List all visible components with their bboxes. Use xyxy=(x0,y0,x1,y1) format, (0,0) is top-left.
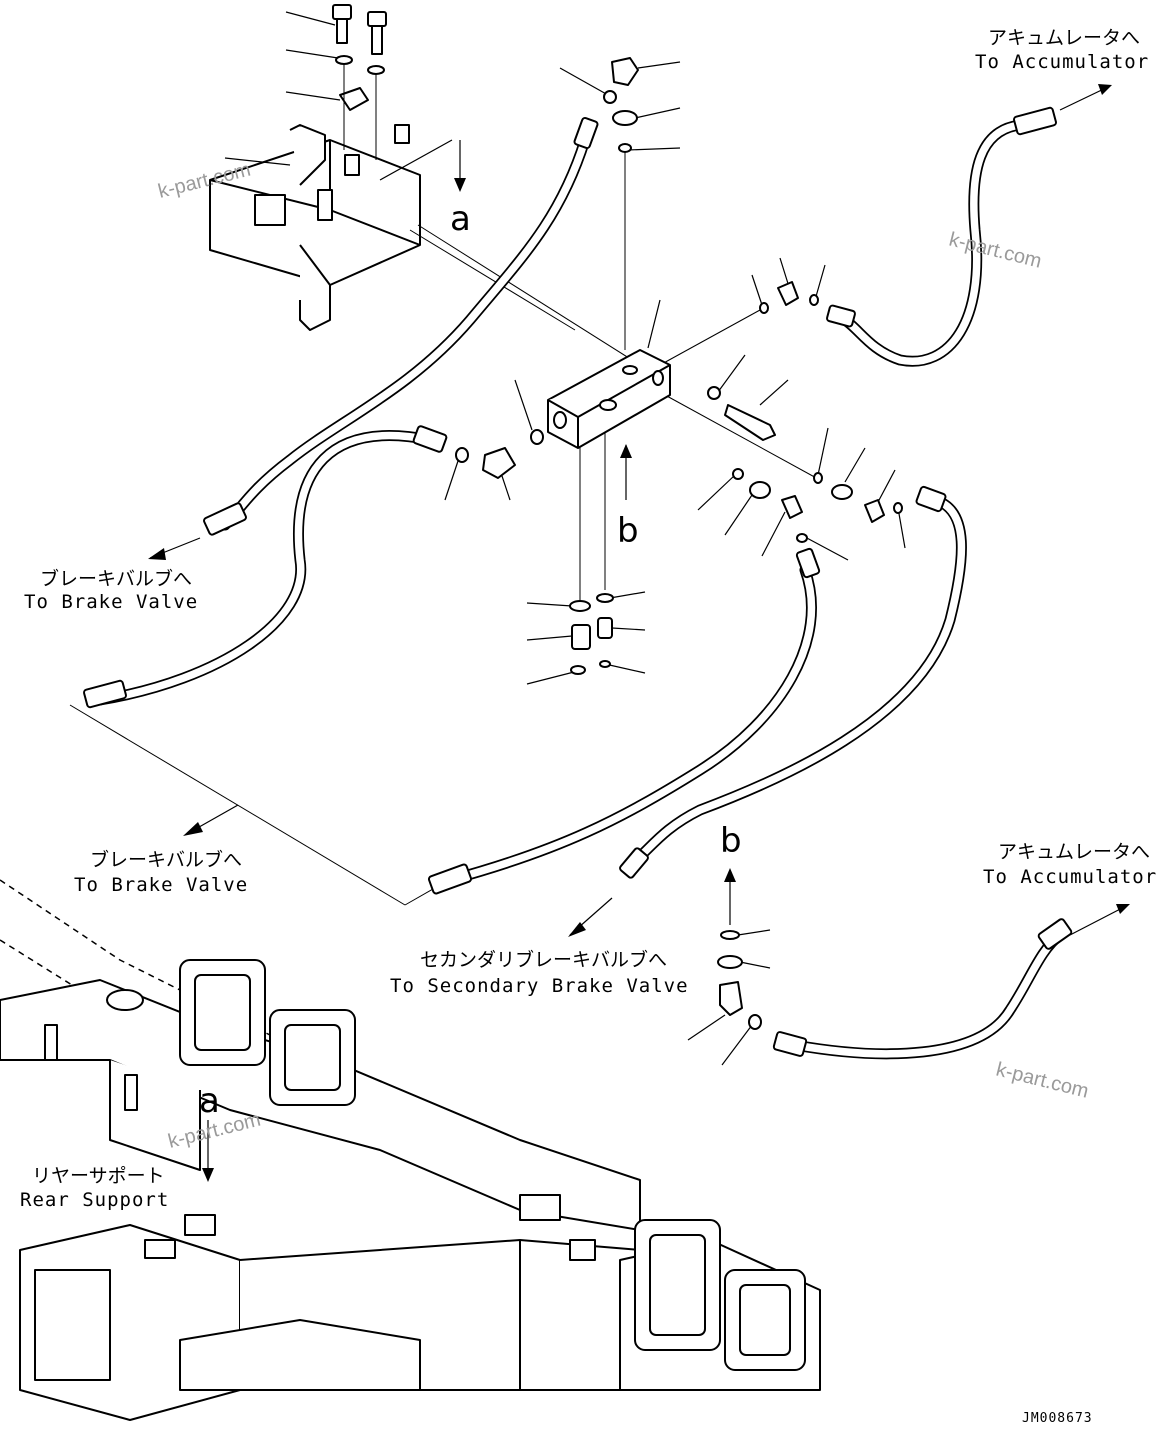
bolt-set xyxy=(332,4,387,160)
watermark: k-part.com xyxy=(947,229,1044,273)
callout-a-top: a xyxy=(450,199,471,239)
hose-right-bottom xyxy=(789,929,1066,1060)
label-accumulator-top-en: To Accumulator xyxy=(975,51,1149,73)
rear-support-frame xyxy=(0,879,821,1421)
small-parts xyxy=(455,57,903,1030)
hose-fittings xyxy=(83,106,1073,1057)
leader-lines xyxy=(69,11,906,1066)
hose-right-top xyxy=(839,119,1026,367)
label-brake-left-en: To Brake Valve xyxy=(24,591,198,613)
distribution-block xyxy=(547,349,671,449)
callout-a-bottom: a xyxy=(199,1081,220,1121)
direction-arrows xyxy=(148,84,1130,1182)
label-accumulator-top-jp: アキュムレータへ xyxy=(988,27,1140,49)
watermark: k-part.com xyxy=(994,1059,1091,1103)
hose-left-lower xyxy=(94,430,436,706)
drawing-code: JM008673 xyxy=(1022,1411,1093,1426)
label-secondary-jp: セカンダリブレーキバルブへ xyxy=(420,948,667,971)
hose-left-long xyxy=(219,134,591,531)
label-brake-left-jp: ブレーキバルブへ xyxy=(40,567,192,590)
label-accumulator-bottom-en: To Accumulator xyxy=(983,866,1157,888)
label-rear-support-jp: リヤーサポート xyxy=(32,1165,165,1187)
callout-b-right: b xyxy=(720,821,742,861)
valve-bracket xyxy=(209,87,421,331)
label-accumulator-bottom-jp: アキュムレータへ xyxy=(998,841,1150,863)
hose-right-long xyxy=(624,494,967,871)
callout-b-mid: b xyxy=(617,511,639,551)
label-brake-mid-jp: ブレーキバルブへ xyxy=(90,848,242,871)
label-brake-mid-en: To Brake Valve xyxy=(74,874,248,896)
hose-center-long xyxy=(444,564,817,886)
label-secondary-en: To Secondary Brake Valve xyxy=(390,975,689,997)
label-rear-support-en: Rear Support xyxy=(20,1189,169,1211)
